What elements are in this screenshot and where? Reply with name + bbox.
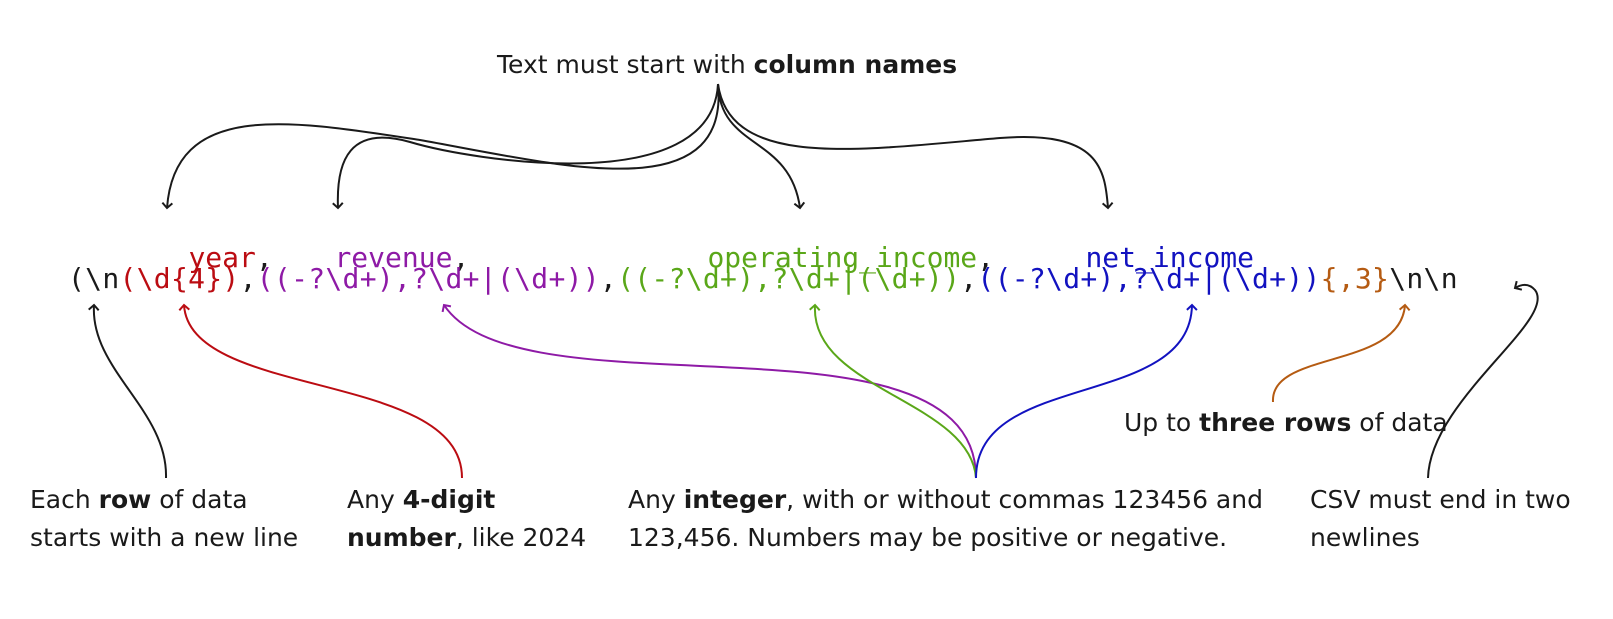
header-year: year, — [121, 208, 273, 307]
arrow-integer-revenue — [441, 303, 977, 479]
arrow-two-newlines — [1427, 280, 1539, 479]
annotation-row-line2: starts with a new line — [30, 523, 299, 552]
header-comma: , — [452, 241, 470, 274]
arrow-to-revenue — [332, 83, 719, 210]
regex-end-newlines: \n\n — [1389, 262, 1458, 295]
annotation-integer-text: Any — [628, 485, 684, 514]
regex-comma: , — [239, 262, 257, 295]
regex-repeat: {,3} — [1320, 262, 1390, 295]
title-text: Text must start with — [497, 50, 754, 79]
annotation-row-bold: row — [98, 485, 152, 514]
title-annotation: Text must start with column names — [497, 46, 957, 84]
regex-net-pattern: ((-?\d+),?\d+|(\d+)) — [977, 262, 1321, 295]
annotation-integer: Any integer, with or without commas 1234… — [628, 481, 1263, 557]
annotation-integer-line2: 123,456. Numbers may be positive or nega… — [628, 523, 1228, 552]
annotation-row-text: of data — [151, 485, 248, 514]
annotation-digit-text: , like 2024 — [455, 523, 587, 552]
regex-newline-open: (\n — [68, 262, 120, 295]
annotation-csv-line1: CSV must end in two — [1310, 485, 1571, 514]
annotation-csv-end: CSV must end in two newlines — [1310, 481, 1571, 557]
arrow-row-newline — [88, 303, 168, 479]
annotation-three-rows: Up to three rows of data — [1124, 404, 1448, 442]
header-revenue-label: revenue — [334, 241, 453, 274]
header-revenue: revenue, — [267, 208, 469, 307]
annotation-four-digit: Any 4-digit number, like 2024 — [347, 481, 586, 557]
arrow-integer-net — [975, 303, 1198, 479]
regex-comma: , — [599, 262, 618, 295]
header-comma: , — [977, 241, 995, 274]
annotation-digit-text: Any — [347, 485, 403, 514]
annotation-row-text: Each — [30, 485, 99, 514]
regex-comma: , — [960, 262, 978, 295]
arrow-three-rows — [1271, 303, 1411, 403]
header-net-income-label: net_income — [1085, 241, 1255, 274]
annotation-digit-bold: 4-digit — [402, 485, 496, 514]
annotation-row: Each row of data starts with a new line — [30, 481, 298, 557]
annotation-digit-bold: number — [347, 523, 456, 552]
regex-year-pattern: (\d{4}) — [119, 262, 240, 295]
header-comma: , — [255, 241, 273, 274]
arrow-four-digit — [178, 303, 463, 479]
arrow-to-year — [161, 83, 720, 210]
arrow-integer-operating — [809, 303, 977, 479]
regex-operating-pattern: ((-?\d+),?\d+|(\d+)) — [617, 262, 961, 295]
arrow-to-operating-income — [717, 83, 806, 210]
annotation-rows-text: of data — [1351, 408, 1448, 437]
header-net-income: net_income — [1018, 208, 1254, 307]
annotation-integer-bold: integer — [683, 485, 787, 514]
annotation-rows-bold: three rows — [1199, 408, 1352, 437]
regex-revenue-pattern: ((-?\d+),?\d+|(\d+)) — [256, 262, 600, 295]
header-year-label: year — [188, 241, 256, 274]
header-operating-income-label: operating_income — [707, 241, 978, 274]
annotation-rows-text: Up to — [1124, 408, 1200, 437]
regex-pattern: (\n(\d{4}),((-?\d+),?\d+|(\d+)),((-?\d+)… — [68, 262, 1458, 295]
header-operating-income: operating_income, — [640, 208, 994, 307]
annotation-csv-line2: newlines — [1310, 523, 1420, 552]
arrow-to-net-income — [717, 83, 1114, 210]
title-bold: column names — [753, 50, 958, 79]
annotation-integer-text: , with or without commas 123456 and — [786, 485, 1263, 514]
